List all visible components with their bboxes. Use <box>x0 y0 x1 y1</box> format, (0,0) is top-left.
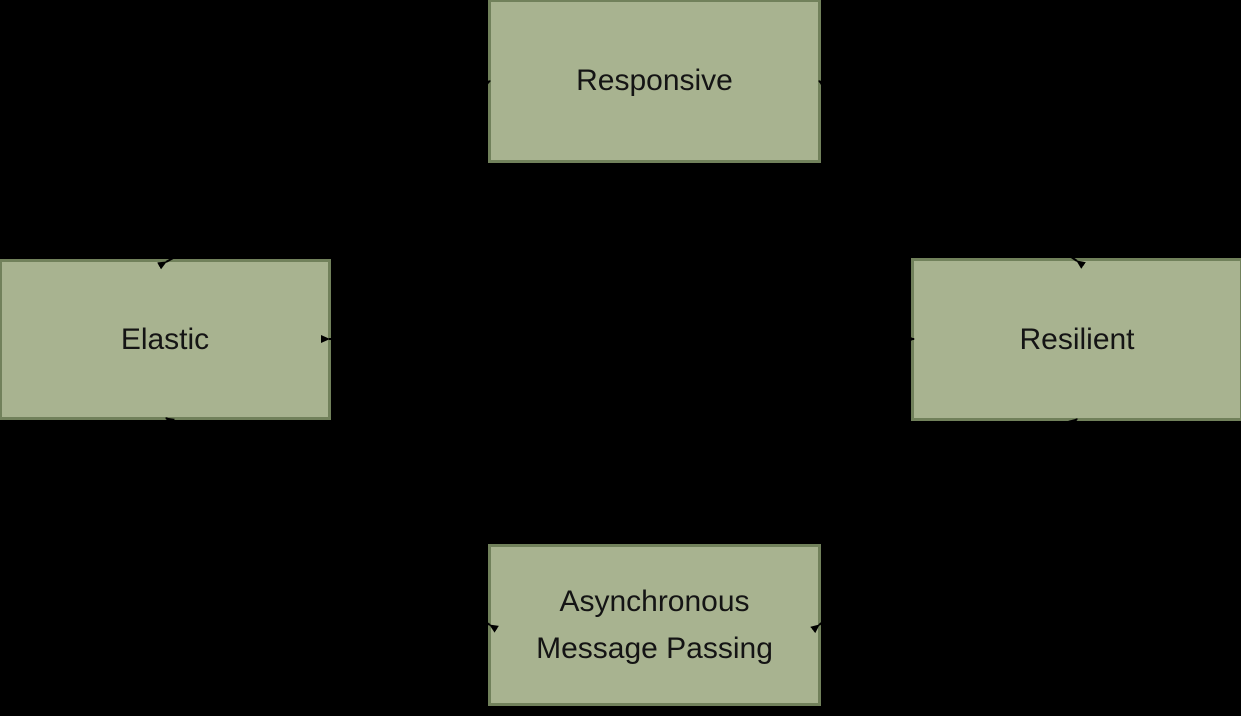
box-responsive: Responsive <box>488 0 821 163</box>
connector-async-to-elastic <box>165 417 499 633</box>
box-resilient: Resilient <box>911 258 1241 421</box>
box-asynchronous-message-passing-label: Asynchronous Message Passing <box>536 584 773 665</box>
connector-resilient-to-responsive <box>818 80 1086 269</box>
box-resilient-label: Resilient <box>1019 322 1135 356</box>
box-elastic: Elastic <box>0 259 331 420</box>
connector-elastic-to-responsive <box>157 80 491 270</box>
box-elastic-label: Elastic <box>120 322 210 356</box>
box-asynchronous-message-passing: Asynchronous Message Passing <box>488 544 821 706</box>
connector-async-to-resilient <box>810 418 1078 634</box>
box-responsive-label: Responsive <box>576 64 733 98</box>
